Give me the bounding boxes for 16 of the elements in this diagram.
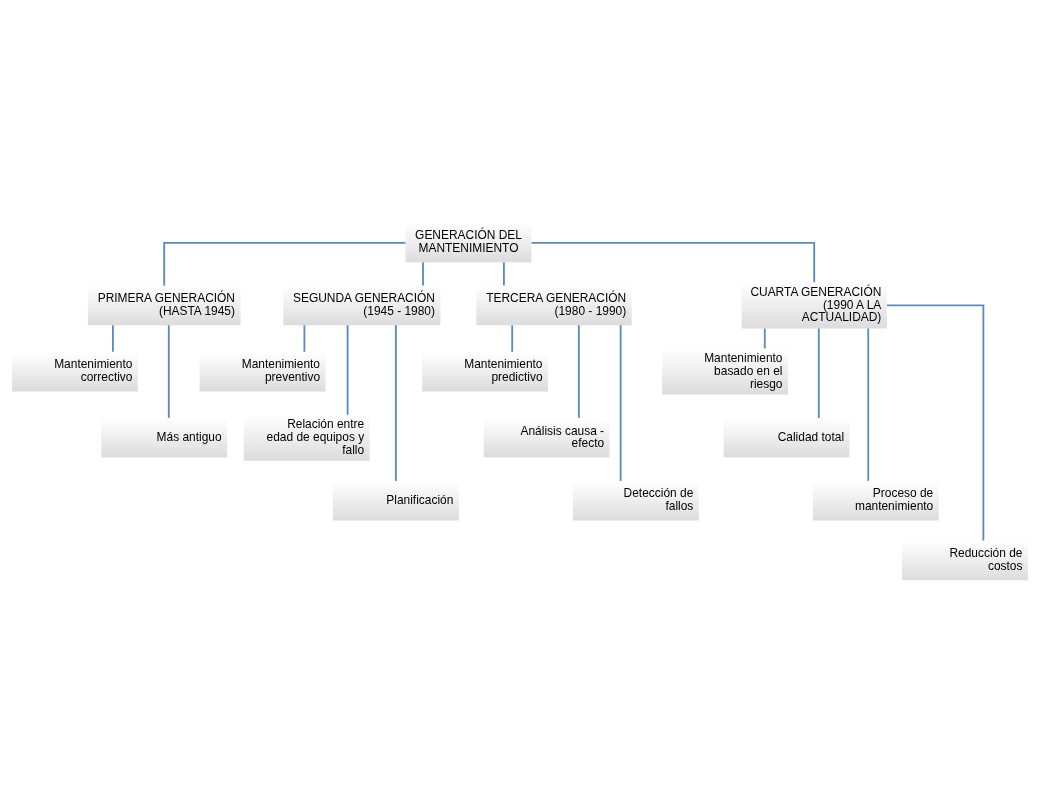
connector [503,261,505,287]
connector [867,327,870,482]
connector [163,242,407,287]
connector [167,324,170,419]
connector [530,242,816,284]
connector [112,324,114,353]
connector [422,261,424,287]
connector [511,324,514,353]
connector [394,324,397,482]
connector [817,327,820,419]
connector [303,324,306,353]
connector [619,324,622,482]
connector [577,324,580,419]
connector [763,327,766,350]
connector [346,324,349,416]
connector [886,304,985,542]
